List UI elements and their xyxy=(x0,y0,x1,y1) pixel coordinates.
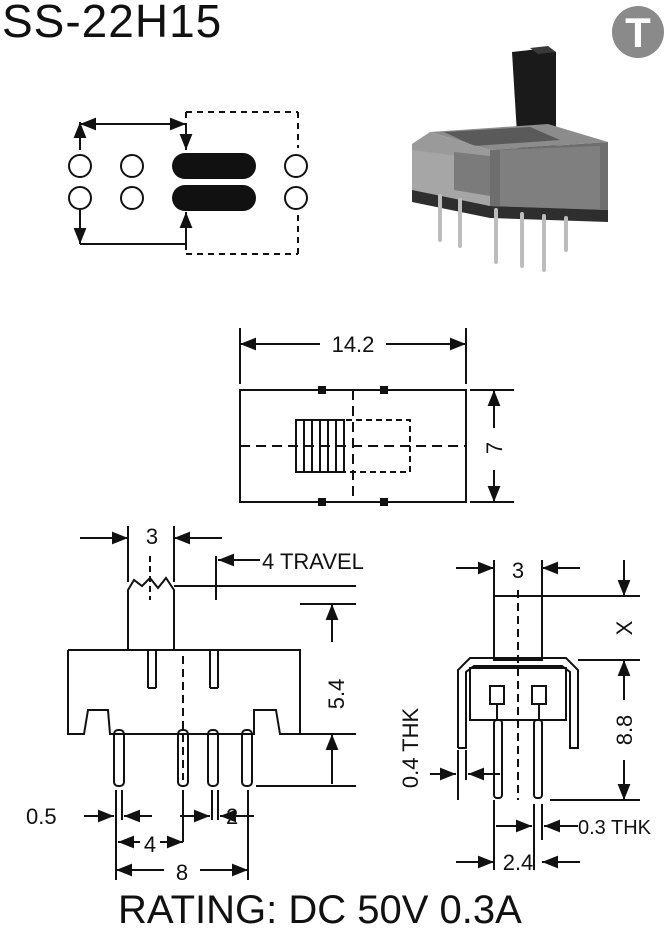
position-b-frame xyxy=(185,111,299,255)
dim-pin-row-spacing: 2.4 xyxy=(503,850,534,875)
logo-letter: T xyxy=(625,9,651,56)
top-view-drawing xyxy=(239,328,514,506)
front-view-drawing xyxy=(67,526,356,880)
dim-actuator-height: X xyxy=(612,620,637,635)
switch-product-image xyxy=(412,46,608,272)
switch-schematic xyxy=(68,111,308,255)
side-pin-left xyxy=(493,719,503,799)
dim-travel: 4 TRAVEL xyxy=(262,549,364,574)
side-pin-right xyxy=(533,719,543,799)
dim-frame-thickness: 0.4 THK xyxy=(398,708,423,789)
contact-terminals xyxy=(68,154,308,210)
product-pins xyxy=(438,194,568,272)
dim-top-width: 7 xyxy=(482,442,507,454)
rating-label: RATING: DC 50V 0.3A xyxy=(118,888,522,932)
part-number-title: SS-22H15 xyxy=(2,0,223,47)
dim-pin-pitch-right: 2 xyxy=(226,804,238,829)
dim-actuator-width: 3 xyxy=(146,524,158,549)
mounting-tabs xyxy=(318,386,388,506)
slider-contacts xyxy=(172,153,256,211)
dim-pin-thickness: 0.5 xyxy=(26,804,57,829)
dim-top-length: 14.2 xyxy=(332,332,375,357)
dim-side-actuator-width: 3 xyxy=(512,558,524,583)
dim-pin-thk: 0.3 THK xyxy=(578,817,652,839)
dim-pin-span: 8 xyxy=(176,860,188,885)
dim-pin-pitch-center: 4 xyxy=(144,832,156,857)
brand-logo: T xyxy=(612,6,664,58)
dim-body-height: 5.4 xyxy=(324,679,349,710)
position-a-frame xyxy=(73,117,193,245)
dim-side-height: 8.8 xyxy=(612,715,637,746)
side-view-drawing xyxy=(430,560,640,870)
front-pins xyxy=(113,729,253,787)
logo-circle xyxy=(612,6,664,58)
side-frame xyxy=(457,657,579,749)
